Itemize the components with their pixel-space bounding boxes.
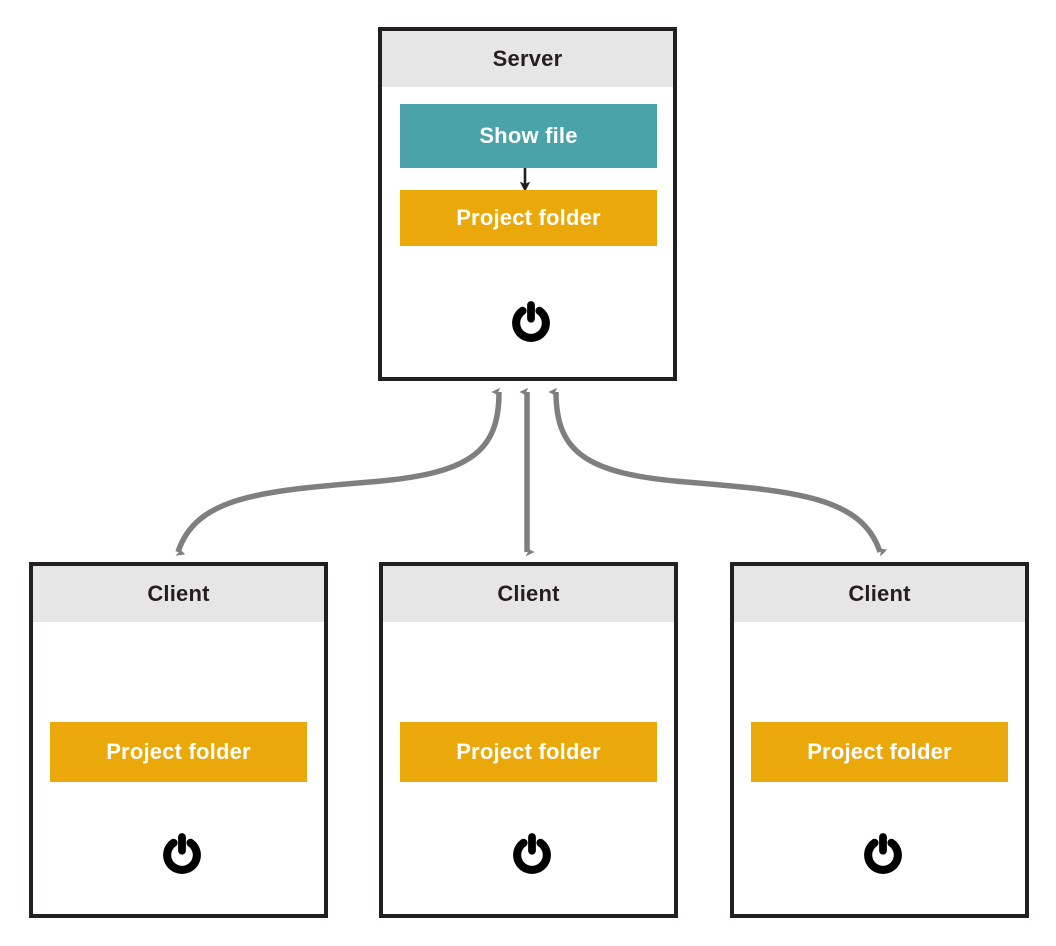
client-node-1-power-icon[interactable] — [155, 828, 209, 882]
client-node-2[interactable]: Client Project folder — [379, 562, 678, 918]
server-node[interactable]: Server Show file Project folder — [378, 27, 677, 381]
server-chip-project-folder-label: Project folder — [456, 205, 601, 230]
client-node-3-header: Client — [734, 566, 1025, 622]
client-node-3[interactable]: Client Project folder — [730, 562, 1029, 918]
client-node-2-chip-project-folder-label: Project folder — [456, 739, 601, 764]
client-node-2-header-label: Client — [497, 581, 560, 606]
client-node-1-chip-project-folder-label: Project folder — [106, 739, 251, 764]
server-node-header: Server — [382, 31, 673, 87]
server-power-icon[interactable] — [504, 296, 558, 350]
client-node-2-chip-project-folder[interactable]: Project folder — [400, 722, 657, 782]
client-node-1-chip-project-folder[interactable]: Project folder — [50, 722, 307, 782]
client-node-3-header-label: Client — [848, 581, 911, 606]
connector-server-to-client-3 — [548, 387, 888, 557]
client-node-2-power-icon[interactable] — [505, 828, 559, 882]
client-node-2-header: Client — [383, 566, 674, 622]
server-chip-show-file-label: Show file — [479, 123, 578, 148]
server-chip-project-folder[interactable]: Project folder — [400, 190, 657, 246]
client-node-1[interactable]: Client Project folder — [29, 562, 328, 918]
connector-server-to-client-1 — [175, 387, 502, 556]
server-node-header-label: Server — [492, 46, 563, 71]
client-node-3-power-icon[interactable] — [856, 828, 910, 882]
client-node-1-header: Client — [33, 566, 324, 622]
server-chip-show-file[interactable]: Show file — [400, 104, 657, 168]
client-node-3-chip-project-folder[interactable]: Project folder — [751, 722, 1008, 782]
client-node-1-header-label: Client — [147, 581, 210, 606]
client-node-3-chip-project-folder-label: Project folder — [807, 739, 952, 764]
show-file-to-project-folder-arrow-icon — [519, 168, 531, 192]
